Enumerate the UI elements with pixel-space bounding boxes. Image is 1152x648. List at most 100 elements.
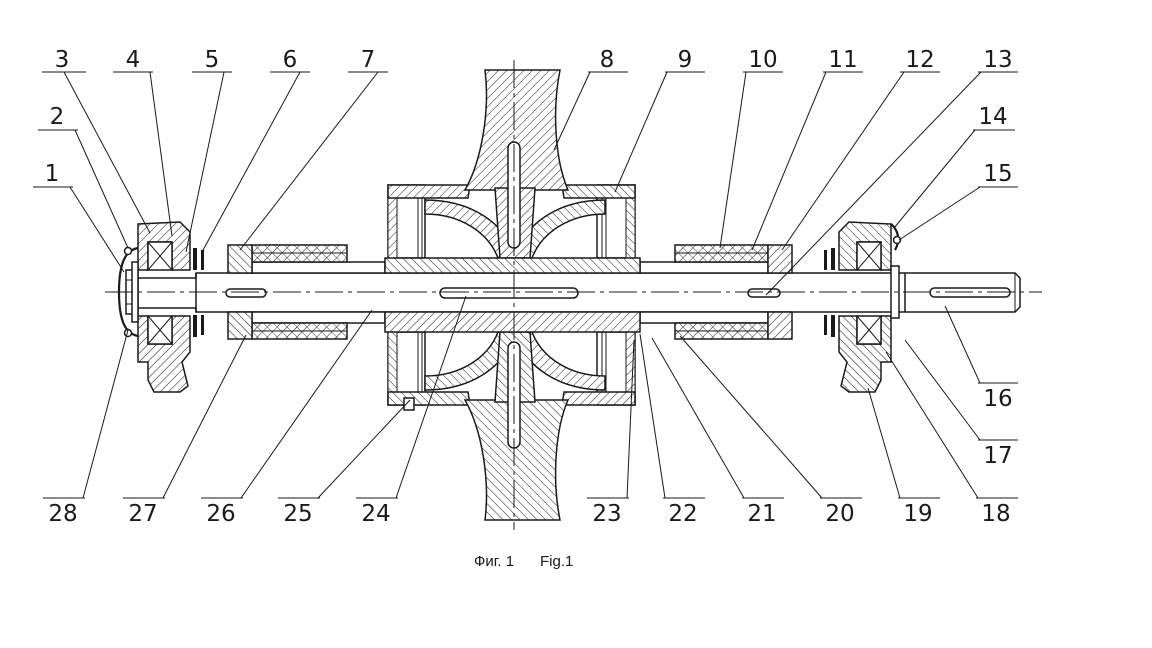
leader-line <box>626 339 635 499</box>
leader-line <box>553 71 591 151</box>
left-washer-bottom <box>193 315 197 337</box>
leader-line <box>74 129 129 249</box>
impeller <box>384 69 641 521</box>
callout-13: 13 <box>765 47 1018 296</box>
callout-14: 14 <box>893 104 1015 229</box>
right-collar-bottom <box>767 311 793 340</box>
right-distance-tube-bottom <box>639 311 769 324</box>
callout-10: 10 <box>719 47 783 249</box>
part-number-label: 27 <box>128 501 157 527</box>
part-number-label: 20 <box>825 501 854 527</box>
right-sleeve-assembly <box>639 244 793 340</box>
bearing-cross-line <box>147 241 173 271</box>
leader-line <box>201 71 301 253</box>
leader-line <box>904 339 981 441</box>
impeller-vane-bottom <box>463 399 570 521</box>
callouts: 1 2 3 4 5 6 7 <box>33 47 1018 527</box>
shroud-bar-top-left <box>387 184 471 199</box>
left-distance-tube-bottom <box>251 311 386 324</box>
callout-2: 2 <box>38 104 129 249</box>
callout-8: 8 <box>553 47 628 151</box>
plate-wall-hatch <box>625 197 636 259</box>
part-number-label: 21 <box>747 501 776 527</box>
callout-7: 7 <box>239 47 388 251</box>
part-number-label: 1 <box>45 161 60 187</box>
bearing-cross-line <box>856 241 882 271</box>
right-collar-top <box>767 244 793 274</box>
part-number-label: 25 <box>283 501 312 527</box>
callout-12: 12 <box>781 47 940 251</box>
callout-1: 1 <box>33 161 125 273</box>
part-number-label: 7 <box>361 47 376 73</box>
leader-line <box>162 334 247 499</box>
callout-20: 20 <box>679 335 862 527</box>
plate-wall-hatch <box>387 331 398 393</box>
leader-line <box>185 71 225 253</box>
plate-wall-hatch <box>387 197 398 259</box>
part-number-label: 11 <box>828 47 857 73</box>
callout-16: 16 <box>944 305 1018 412</box>
leader-line <box>867 387 901 499</box>
callout-28: 28 <box>43 329 129 527</box>
part-number-label: 5 <box>205 47 220 73</box>
cover-bolt-right <box>892 235 902 245</box>
callout-21: 21 <box>651 337 784 527</box>
impeller-hub-bottom <box>384 311 641 333</box>
impeller-hub-top <box>384 257 641 274</box>
left-sleeve-assembly <box>227 244 386 340</box>
callout-3: 3 <box>42 47 151 234</box>
left-distance-tube-top <box>251 261 386 274</box>
part-number-label: 12 <box>905 47 934 73</box>
leader-line <box>82 329 129 499</box>
caption-russian: Фиг. 1 <box>474 553 514 570</box>
figure-caption: Фиг. 1 Fig.1 <box>474 553 573 570</box>
leader-line <box>239 71 379 251</box>
leader-line <box>395 295 467 499</box>
impeller-keyway <box>439 287 579 299</box>
right-end-cover <box>890 223 900 251</box>
right-washer-top <box>831 248 835 270</box>
callout-24: 24 <box>356 295 467 527</box>
callout-26: 26 <box>201 309 373 527</box>
callout-4: 4 <box>113 47 173 237</box>
part-number-label: 28 <box>48 501 77 527</box>
impeller-vane-top <box>463 69 570 191</box>
callout-11: 11 <box>751 47 863 251</box>
leader-line <box>719 71 747 249</box>
caption-english: Fig.1 <box>540 553 573 570</box>
part-number-label: 19 <box>903 501 932 527</box>
shroud-bar-bottom-right <box>561 391 636 406</box>
leader-line <box>317 399 411 499</box>
callout-9: 9 <box>614 47 705 193</box>
left-seal-bottom <box>201 315 204 335</box>
left-seal-top <box>201 250 204 270</box>
callout-5: 5 <box>185 47 232 253</box>
callout-22: 22 <box>639 333 705 527</box>
callout-17: 17 <box>904 339 1018 469</box>
leader-line <box>765 71 982 296</box>
part-number-label: 2 <box>50 104 65 130</box>
leader-line <box>651 337 745 499</box>
part-number-label: 22 <box>668 501 697 527</box>
callout-25: 25 <box>278 399 411 527</box>
shroud-bar-top-right <box>561 184 636 199</box>
part-number-label: 3 <box>55 47 70 73</box>
bearing-cross-line <box>147 315 173 345</box>
right-pin-slot <box>747 288 781 298</box>
callout-18: 18 <box>885 351 1018 527</box>
callout-6: 6 <box>201 47 310 253</box>
bearing-cross-line <box>856 315 882 345</box>
right-seal-bottom <box>824 315 827 335</box>
leader-line <box>614 71 668 193</box>
part-number-label: 15 <box>983 161 1012 187</box>
leader-line <box>781 71 905 251</box>
right-washer-bottom <box>831 315 835 337</box>
part-number-label: 6 <box>283 47 298 73</box>
part-number-label: 4 <box>126 47 141 73</box>
part-number-label: 16 <box>983 386 1012 412</box>
leader-line <box>944 305 981 384</box>
callout-15: 15 <box>898 161 1018 241</box>
cover-bolt-top <box>123 246 133 256</box>
part-number-label: 13 <box>983 47 1012 73</box>
